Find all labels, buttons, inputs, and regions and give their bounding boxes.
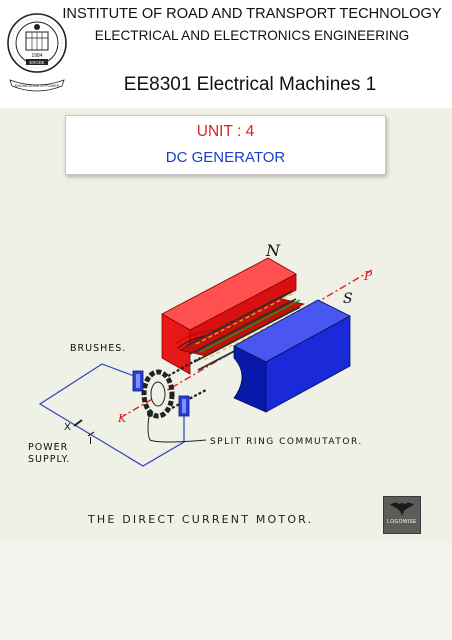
south-pole <box>233 299 351 413</box>
diagram-caption: THE DIRECT CURRENT MOTOR. <box>87 513 313 526</box>
power-supply-label-1: POWER <box>28 442 68 453</box>
topic-label: DC GENERATOR <box>165 149 286 166</box>
unit-title-box: UNIT : 4 DC GENERATOR <box>65 115 386 175</box>
institute-name: INSTITUTE OF ROAD AND TRANSPORT TECHNOLO… <box>62 6 442 22</box>
logo-year: 1984 <box>31 53 42 59</box>
axis-p-label: P <box>363 269 373 283</box>
axis-k-label: K <box>117 412 127 425</box>
logowise-badge: LOGOWISE <box>383 496 421 534</box>
course-title: EE8301 Electrical Machines 1 <box>123 74 377 95</box>
pole-north-label: N <box>265 241 281 260</box>
commutator-label: SPLIT RING COMMUTATOR. <box>210 437 363 447</box>
split-ring-commutator <box>141 357 207 419</box>
logo-motto: KNOWLEDGE IS POWER <box>15 84 60 88</box>
polarity-x-label: X <box>64 422 71 433</box>
page-header: 1984 ERODE KNOWLEDGE IS POWER INSTITUTE … <box>0 0 452 108</box>
department-name: ELECTRICAL AND ELECTRONICS ENGINEERING <box>94 28 410 43</box>
pole-south-label: S <box>343 291 353 307</box>
power-supply-label-2: SUPPLY. <box>28 454 70 465</box>
slide-panel: UNIT : 4 DC GENERATOR <box>0 108 452 640</box>
dc-motor-diagram: N S P K BRUSHES. X I POWER SUPPLY. SPLIT… <box>28 241 373 526</box>
eagle-icon <box>390 502 414 516</box>
commutator-leader <box>147 409 207 443</box>
brush-top <box>132 370 144 392</box>
external-circuit <box>38 363 185 467</box>
slide-footer-band <box>0 540 452 640</box>
badge-word: LOGOWISE <box>387 519 417 525</box>
brushes-label: BRUSHES. <box>70 343 126 354</box>
polarity-i-label: I <box>89 436 92 447</box>
institute-logo: 1984 ERODE KNOWLEDGE IS POWER <box>7 13 67 92</box>
unit-label: UNIT : 4 <box>196 123 255 140</box>
brush-bottom <box>178 395 190 417</box>
logo-place: ERODE <box>30 60 45 65</box>
